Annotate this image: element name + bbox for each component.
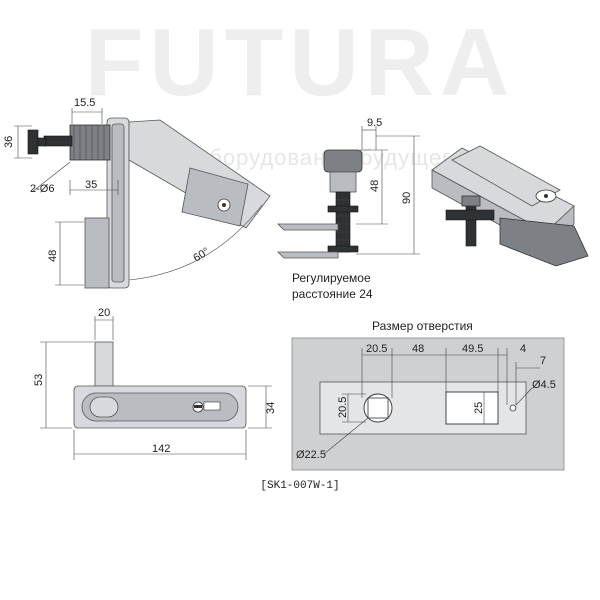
cutout-dim-d4-5: Ø4.5 xyxy=(532,379,556,391)
front-dim-142: 142 xyxy=(152,443,170,455)
cutout-dim-7: 7 xyxy=(540,355,546,367)
side-view: 60° 15.5 36 2-Ø6 35 48 xyxy=(3,97,271,289)
side-body-block xyxy=(84,217,110,289)
front-handle-grip xyxy=(81,392,239,422)
iso-cam-bar xyxy=(445,209,495,221)
side-plate-inner xyxy=(111,123,125,283)
cutout-square-hole xyxy=(367,397,389,419)
front-view: 20 53 34 142 xyxy=(33,307,277,460)
iso-stud xyxy=(465,199,477,247)
stud-knob xyxy=(323,149,363,173)
cutout-dim-48: 48 xyxy=(412,343,424,355)
side-nut-stack xyxy=(69,124,111,161)
cutout-dim-4: 4 xyxy=(520,343,526,355)
side-dim-35: 35 xyxy=(85,179,97,191)
iso-handle xyxy=(451,145,561,207)
cutout-dim-25: 25 xyxy=(473,402,485,414)
front-dim-34: 34 xyxy=(265,402,277,414)
cutout-title: Размер отверстия xyxy=(372,319,473,333)
side-dim-36: 36 xyxy=(3,136,15,148)
side-screw-neck xyxy=(37,137,47,147)
side-screw-shaft xyxy=(43,135,73,147)
stud-dim-90: 90 xyxy=(401,192,413,204)
side-screw-head xyxy=(27,129,39,155)
stud-shaft xyxy=(335,191,351,253)
cutout-dim-d22-5: Ø22.5 xyxy=(296,449,326,461)
stud-view: 9.5 48 90 Регулируемое расстояние 24 xyxy=(277,117,420,301)
stud-caption-line1: Регулируемое xyxy=(292,271,371,285)
stud-collar xyxy=(329,171,357,193)
stud-dim-48: 48 xyxy=(369,180,381,192)
side-dim-48: 48 xyxy=(47,250,59,262)
front-indicator xyxy=(203,401,221,411)
cutout-view: Размер отверстия 20.5 48 49.5 4 7 Ø4.5 2… xyxy=(291,319,565,471)
front-dim-53: 53 xyxy=(33,374,45,386)
cutout-dim-20-5-top: 20.5 xyxy=(366,343,387,355)
stud-cam-arm-lower xyxy=(277,251,339,259)
stud-nut-top xyxy=(327,205,359,213)
side-dim-15-5: 15.5 xyxy=(74,97,95,109)
side-key-dot-icon xyxy=(222,203,226,207)
model-code: [SK1-007W-1] xyxy=(260,480,339,492)
stud-dim-9-5: 9.5 xyxy=(367,117,382,129)
stud-caption-line2: расстояние 24 xyxy=(292,287,373,301)
front-tongue xyxy=(94,341,114,387)
side-dim-2-d6: 2-Ø6 xyxy=(30,183,54,195)
iso-key-dot-icon xyxy=(544,194,548,198)
iso-nut xyxy=(461,195,481,207)
cutout-rect-hole xyxy=(445,391,499,425)
cutout-dim-49-5: 49.5 xyxy=(462,343,483,355)
iso-body-box xyxy=(499,217,589,267)
front-dim-20: 20 xyxy=(98,307,110,319)
front-grip-end xyxy=(89,396,119,418)
front-lock-slot-icon xyxy=(194,405,202,408)
cutout-small-hole xyxy=(509,404,517,412)
stud-cam-arm-upper xyxy=(277,223,339,231)
stud-nut-bottom xyxy=(327,245,359,253)
cutout-round-hole xyxy=(363,393,393,423)
side-angle-arc xyxy=(128,204,263,281)
cutout-dim-20-5-side: 20.5 xyxy=(337,397,349,418)
side-handle-block xyxy=(181,167,249,227)
isometric-view xyxy=(431,145,589,267)
watermark-brand: FUTURA xyxy=(85,9,516,116)
